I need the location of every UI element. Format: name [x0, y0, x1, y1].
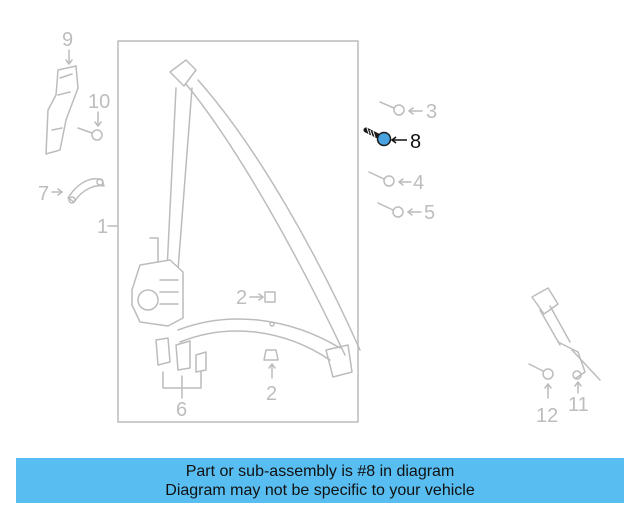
part-3-bolt — [379, 101, 423, 116]
assembly-frame — [117, 40, 359, 423]
label-6: 6 — [176, 399, 187, 421]
part-11-buckle — [531, 287, 601, 394]
label-7: 7 — [38, 183, 49, 205]
label-1: 1 — [97, 216, 108, 238]
part-7-clip — [51, 178, 105, 204]
label-3: 3 — [426, 101, 437, 123]
part-5-bolt — [377, 202, 422, 218]
banner-line-disclaimer: Diagram may not be specific to your vehi… — [165, 482, 475, 499]
label-11: 11 — [568, 394, 589, 416]
label-12: 12 — [536, 405, 558, 427]
label-8[interactable]: 8 — [410, 131, 421, 153]
part-2-bolt-upper — [249, 291, 276, 303]
part-8-bolt[interactable] — [363, 127, 407, 147]
label-2-lower: 2 — [266, 383, 277, 405]
label-2-upper: 2 — [236, 287, 247, 309]
part-2-bolt-lower — [263, 349, 279, 379]
label-10: 10 — [88, 91, 110, 113]
info-banner: Part or sub-assembly is #8 in diagram Di… — [16, 458, 624, 503]
label-4: 4 — [413, 172, 424, 194]
part-4-bolt — [368, 171, 412, 187]
label-9: 9 — [62, 29, 73, 51]
part-9-bracket — [45, 49, 79, 155]
part-6-covers — [155, 337, 207, 399]
part-10-bolt — [77, 111, 103, 141]
parts-diagram: 9 10 7 1 3 8 4 5 2 2 6 11 12 — [38, 29, 601, 427]
part-12-bolt — [528, 363, 554, 399]
seat-belt-assembly — [131, 59, 361, 378]
label-5: 5 — [424, 202, 435, 224]
banner-line-part: Part or sub-assembly is #8 in diagram — [185, 463, 455, 480]
